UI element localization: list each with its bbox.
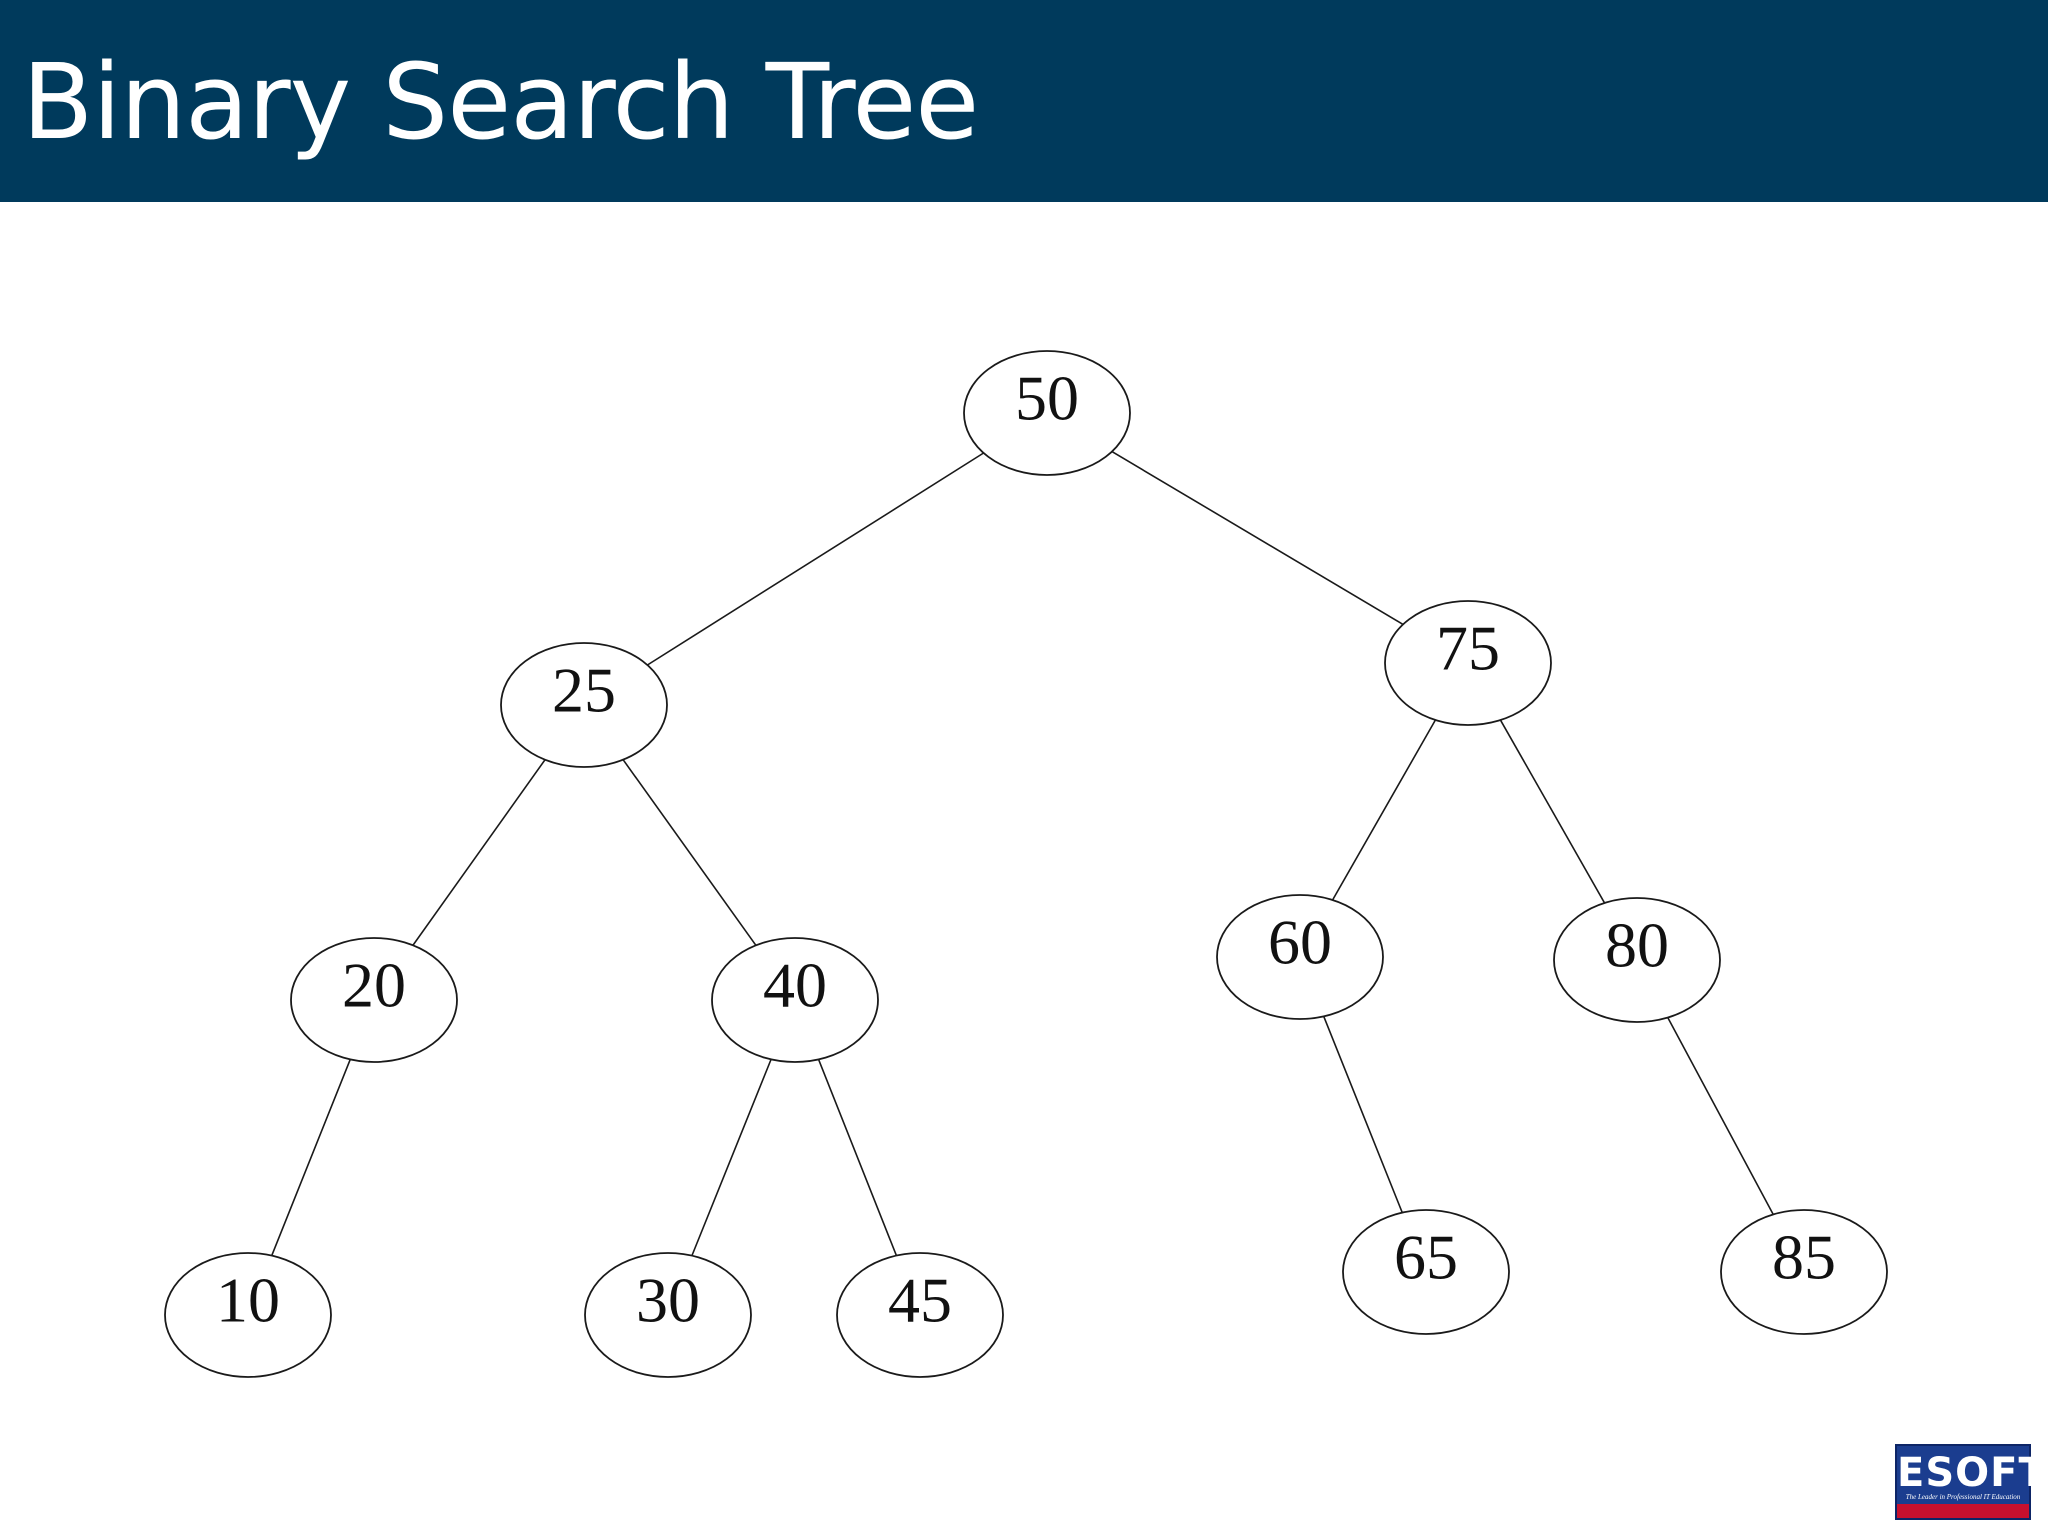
tree-edges [271, 450, 1774, 1256]
node-ellipse [164, 1252, 332, 1378]
logo-red-bar [1897, 1504, 2029, 1518]
node-label: 45 [888, 1265, 952, 1336]
node-ellipse [836, 1252, 1004, 1378]
tree-node-80: 80 [1553, 897, 1721, 1023]
slide-title: Binary Search Tree [22, 41, 979, 163]
node-ellipse [1342, 1209, 1510, 1335]
edge-50-75 [1111, 450, 1404, 626]
node-label: 25 [552, 655, 616, 726]
tree-node-10: 10 [164, 1252, 332, 1378]
logo-tagline: The Leader in Professional IT Education [1905, 1493, 2021, 1501]
node-ellipse [1553, 897, 1721, 1023]
logo-wordmark: ESOFT [1897, 1450, 2047, 1496]
node-label: 60 [1268, 907, 1332, 978]
node-ellipse [584, 1252, 752, 1378]
tree-node-65: 65 [1342, 1209, 1510, 1335]
node-ellipse [500, 642, 668, 768]
edge-40-45 [817, 1059, 898, 1256]
edge-20-10 [271, 1059, 351, 1256]
tree-node-45: 45 [836, 1252, 1004, 1378]
tree-node-25: 25 [500, 642, 668, 768]
node-ellipse [963, 350, 1131, 476]
node-ellipse [711, 937, 879, 1063]
node-label: 40 [763, 950, 827, 1021]
edge-40-30 [691, 1059, 772, 1256]
tree-node-20: 20 [290, 937, 458, 1063]
title-bar: Binary Search Tree [0, 0, 2048, 202]
tree-node-30: 30 [584, 1252, 752, 1378]
edge-75-60 [1331, 719, 1437, 901]
tree-node-85: 85 [1720, 1209, 1888, 1335]
edge-25-20 [412, 759, 546, 946]
tree-node-60: 60 [1216, 894, 1384, 1020]
tree-node-40: 40 [711, 937, 879, 1063]
tree-nodes: 50 25 75 20 40 60 80 10 30 45 65 85 [164, 350, 1888, 1378]
edge-25-40 [622, 759, 757, 946]
node-label: 20 [342, 950, 406, 1021]
node-label: 50 [1015, 363, 1079, 434]
node-label: 85 [1772, 1222, 1836, 1293]
node-ellipse [290, 937, 458, 1063]
edge-75-80 [1499, 719, 1606, 904]
tree-node-75: 75 [1384, 600, 1552, 726]
node-label: 80 [1605, 910, 1669, 981]
edge-60-65 [1323, 1016, 1403, 1213]
node-label: 65 [1394, 1222, 1458, 1293]
node-label: 75 [1436, 613, 1500, 684]
node-ellipse [1384, 600, 1552, 726]
edge-80-85 [1667, 1017, 1774, 1215]
node-label: 30 [636, 1265, 700, 1336]
node-ellipse [1720, 1209, 1888, 1335]
node-ellipse [1216, 894, 1384, 1020]
tree-node-50: 50 [963, 350, 1131, 476]
edge-50-25 [646, 452, 985, 666]
esoft-logo: ESOFT The Leader in Professional IT Educ… [1895, 1444, 2047, 1520]
node-label: 10 [216, 1265, 280, 1336]
